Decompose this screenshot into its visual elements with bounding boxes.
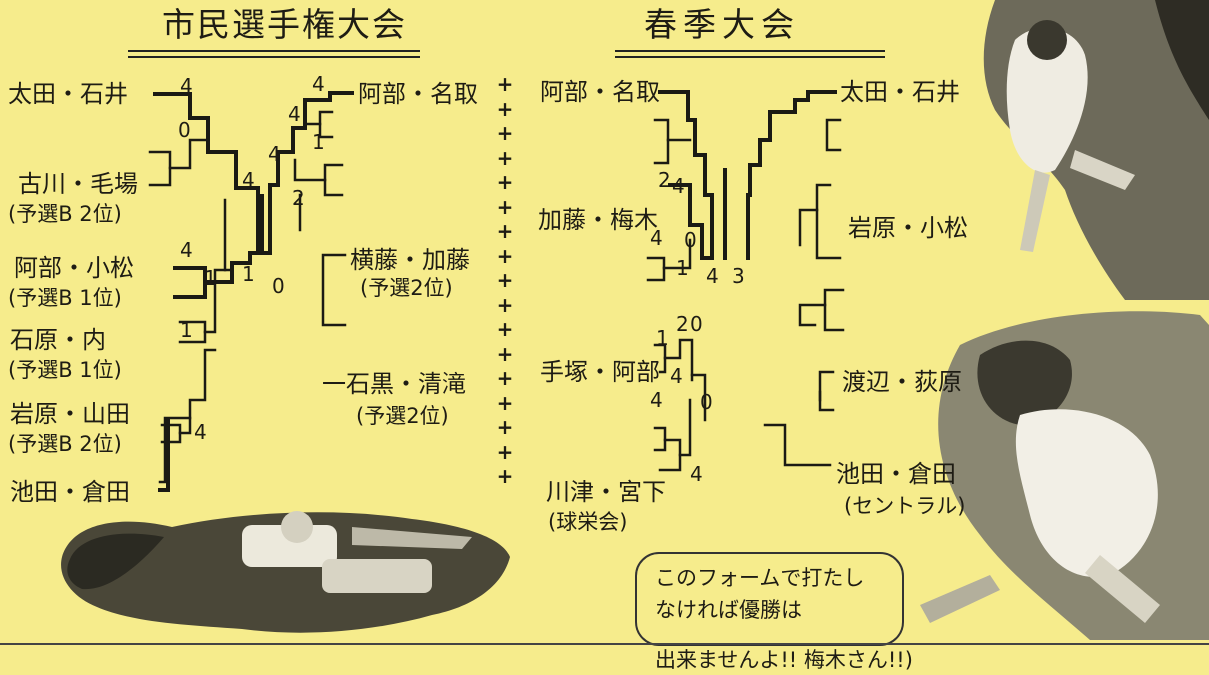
score: 4 bbox=[288, 102, 301, 126]
right-team-note: (球栄会) bbox=[548, 510, 628, 534]
divider-glyph: + bbox=[496, 317, 514, 341]
right-team-name: 池田・倉田 bbox=[836, 460, 956, 488]
divider-glyph: + bbox=[496, 268, 514, 292]
left-team-note: (予選B 2位) bbox=[8, 432, 122, 456]
bottom-rule bbox=[0, 643, 1209, 645]
score: 1 bbox=[312, 130, 325, 154]
score: 2 bbox=[292, 186, 305, 210]
score: 0 bbox=[690, 312, 703, 336]
score: 4 bbox=[670, 364, 683, 388]
left-team-note: (予選2位) bbox=[356, 404, 449, 428]
divider-glyph: + bbox=[496, 72, 514, 96]
speech-line: このフォームで打たし bbox=[655, 566, 865, 590]
photo-player-lying bbox=[52, 497, 517, 642]
left-team-note: (予選B 1位) bbox=[8, 286, 122, 310]
score: 0 bbox=[684, 228, 697, 252]
divider-glyph: + bbox=[496, 194, 514, 219]
divider-glyph: + bbox=[496, 292, 514, 317]
divider-glyph: + bbox=[496, 243, 514, 268]
score: 4 bbox=[180, 238, 193, 262]
score: 2 bbox=[676, 312, 689, 336]
score: 4 bbox=[672, 174, 685, 198]
photo-player-jumping bbox=[975, 0, 1209, 300]
score: 1 bbox=[676, 256, 689, 280]
right-team-name: 岩原・小松 bbox=[848, 214, 968, 242]
right-title-underline bbox=[615, 50, 885, 52]
score: 1 bbox=[204, 266, 217, 290]
left-team-name: 阿部・小松 bbox=[14, 254, 134, 282]
right-team-name: 川津・宮下 bbox=[546, 478, 666, 506]
left-title-underline bbox=[128, 50, 420, 52]
left-team-name: 阿部・名取 bbox=[358, 80, 478, 108]
left-team-name: 横藤・加藤 bbox=[350, 246, 470, 274]
score: 4 bbox=[650, 388, 663, 412]
score: 4 bbox=[268, 142, 281, 166]
divider-glyph: + bbox=[496, 366, 514, 390]
right-team-name: 加藤・梅木 bbox=[538, 206, 658, 234]
left-team-name: 石原・内 bbox=[10, 326, 106, 354]
score: 1 bbox=[656, 326, 669, 350]
score: 1 bbox=[180, 318, 193, 342]
right-team-name: 渡辺・荻原 bbox=[842, 368, 962, 396]
divider-glyph: + bbox=[496, 145, 514, 170]
score: 4 bbox=[194, 420, 207, 444]
speech-bubble bbox=[635, 552, 904, 646]
score: 4 bbox=[706, 264, 719, 288]
score: 4 bbox=[650, 226, 663, 250]
left-bracket-title: 市民選手権大会 bbox=[162, 5, 407, 44]
left-team-name: 岩原・山田 bbox=[10, 400, 130, 428]
score: 3 bbox=[732, 264, 745, 288]
speech-line: 出来ませんよ!! 梅木さん!!) bbox=[655, 648, 913, 672]
divider-glyph: + bbox=[496, 415, 514, 439]
left-team-name: 池田・倉田 bbox=[10, 478, 130, 506]
score: 0 bbox=[700, 390, 713, 414]
right-team-name: 太田・石井 bbox=[840, 78, 960, 106]
photo-player-swinging bbox=[900, 305, 1209, 640]
score: 2 bbox=[658, 168, 671, 192]
left-team-name: 古川・毛場 bbox=[18, 170, 138, 198]
divider-glyph: + bbox=[496, 121, 514, 145]
score: 0 bbox=[272, 274, 285, 298]
center-divider: + + + + + + + + + + + + + + + + + bbox=[490, 72, 520, 489]
right-team-name: 阿部・名取 bbox=[540, 78, 660, 106]
score: 1 bbox=[242, 262, 255, 286]
left-team-note: (予選B 1位) bbox=[8, 358, 122, 382]
speech-line: なければ優勝は bbox=[655, 598, 802, 622]
right-bracket-title: 春季大会 bbox=[644, 5, 800, 44]
divider-glyph: + bbox=[496, 464, 514, 488]
divider-glyph: + bbox=[496, 170, 514, 194]
right-title-underline-2 bbox=[615, 56, 885, 58]
left-team-name: 太田・石井 bbox=[8, 80, 128, 108]
score: 0 bbox=[178, 118, 191, 142]
score: 4 bbox=[180, 74, 193, 98]
divider-glyph: + bbox=[496, 341, 514, 366]
score: 4 bbox=[242, 168, 255, 192]
score: 4 bbox=[690, 462, 703, 486]
divider-glyph: + bbox=[496, 96, 514, 121]
left-team-note: (予選B 2位) bbox=[8, 202, 122, 226]
left-team-name: 一石黒・清滝 bbox=[322, 370, 466, 398]
left-team-note: (予選2位) bbox=[360, 276, 453, 300]
divider-glyph: + bbox=[496, 439, 514, 464]
right-team-name: 手塚・阿部 bbox=[540, 358, 660, 386]
left-title-underline-2 bbox=[128, 56, 420, 58]
score: 4 bbox=[312, 72, 325, 96]
right-team-note: (セントラル) bbox=[844, 494, 966, 518]
divider-glyph: + bbox=[496, 219, 514, 243]
divider-glyph: + bbox=[496, 390, 514, 415]
